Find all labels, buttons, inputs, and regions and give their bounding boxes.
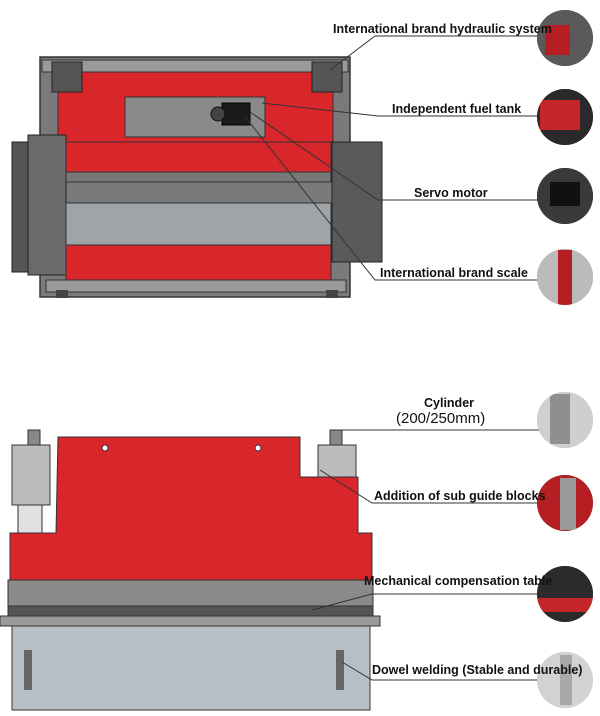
top-detail-photos [537, 10, 593, 305]
label-cylinder-size: (200/250mm) [396, 410, 486, 427]
label-sub-guide-blocks: Addition of sub guide blocks [374, 489, 546, 503]
rear-view-machine [11, 56, 383, 298]
label-brand-scale: International brand scale [380, 266, 528, 280]
label-compensation-table: Mechanical compensation table [364, 574, 553, 588]
front-view-machine [0, 429, 381, 711]
bottom-leaders [311, 429, 540, 681]
label-servo-motor: Servo motor [414, 186, 488, 200]
label-hydraulic-system: International brand hydraulic system [333, 22, 552, 36]
label-fuel-tank: Independent fuel tank [392, 102, 522, 116]
label-dowel-welding: Dowel welding (Stable and durable) [372, 663, 583, 677]
top-leaders [245, 35, 540, 281]
label-cylinder: Cylinder [424, 396, 475, 410]
bottom-detail-photos [537, 392, 593, 708]
